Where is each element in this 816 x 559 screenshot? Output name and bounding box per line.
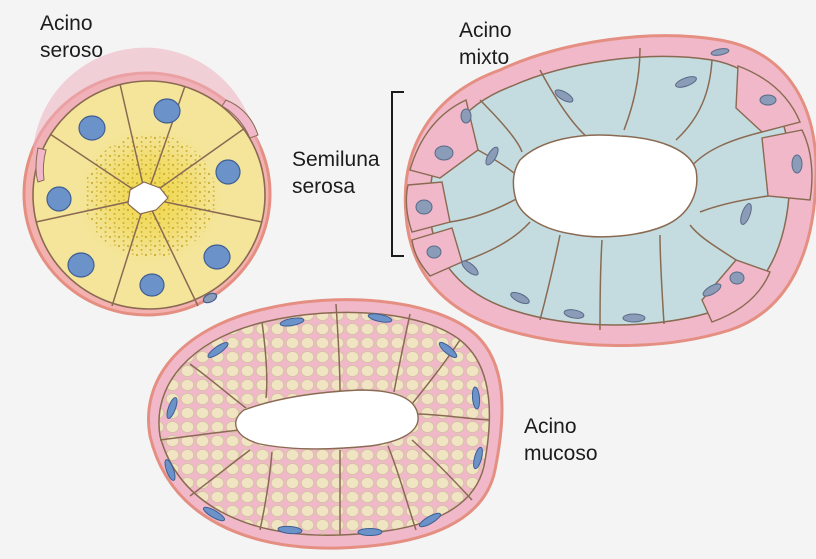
label-acino-mixto: Acino mixto — [459, 17, 512, 71]
demilune-bracket — [392, 92, 404, 256]
mixed-acinus — [405, 36, 816, 346]
mucous-acinus — [148, 300, 502, 548]
label-acino-seroso: Acino seroso — [40, 10, 103, 64]
mixed-lumen — [513, 135, 696, 237]
label-acino-mucoso: Acino mucoso — [524, 413, 598, 467]
label-semiluna-serosa: Semiluna serosa — [292, 146, 380, 200]
serous-acinus — [24, 48, 270, 315]
